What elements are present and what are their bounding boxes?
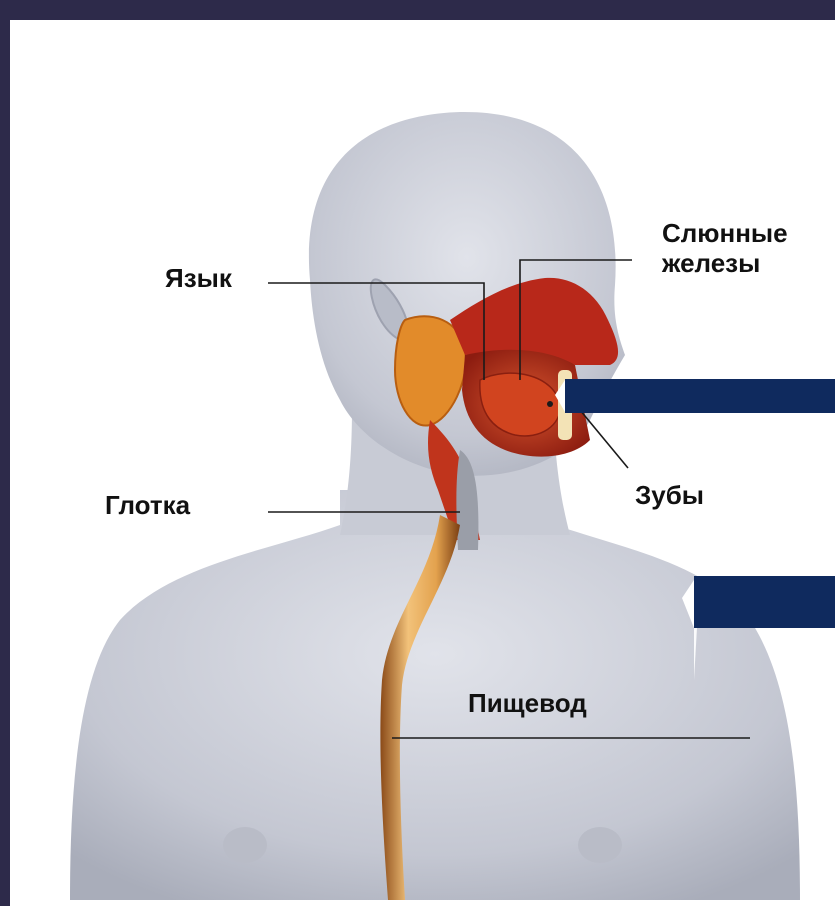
arrow-top	[555, 379, 835, 413]
arrow-bottom	[682, 576, 835, 680]
diagram-canvas: Язык Слюнные железы Зубы Глотка Пищевод	[10, 20, 835, 906]
arrows-layer	[10, 20, 835, 906]
